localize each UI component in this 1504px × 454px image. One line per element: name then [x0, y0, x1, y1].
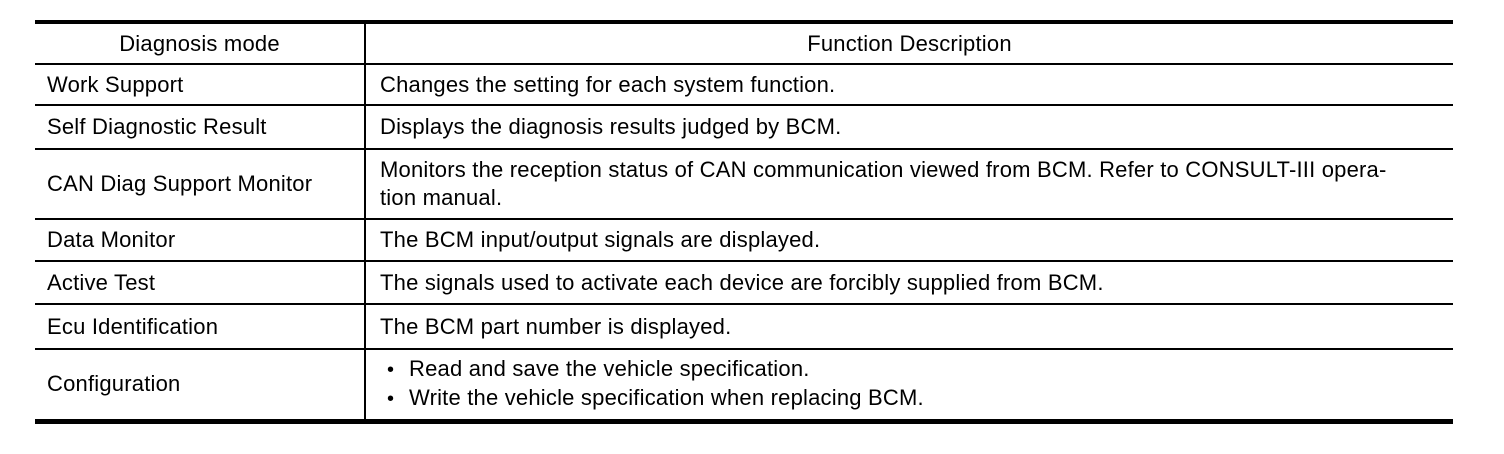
cell-function-description: The signals used to activate each device…	[365, 260, 1453, 304]
bullet-item: • Read and save the vehicle specificatio…	[380, 355, 1453, 384]
cell-function-description: Displays the diagnosis results judged by…	[365, 104, 1453, 149]
table-row: CAN Diag Support Monitor Monitors the re…	[35, 148, 1453, 219]
cell-diagnosis-mode: Work Support	[35, 63, 366, 105]
bullet-icon: •	[387, 388, 395, 411]
cell-diagnosis-mode: Data Monitor	[35, 218, 366, 261]
cell-function-description: • Read and save the vehicle specificatio…	[365, 348, 1453, 421]
cell-diagnosis-mode: Self Diagnostic Result	[35, 104, 366, 149]
cell-diagnosis-mode: CAN Diag Support Monitor	[35, 148, 366, 219]
table-row: Ecu Identification The BCM part number i…	[35, 303, 1453, 349]
column-header-diagnosis-mode: Diagnosis mode	[35, 22, 366, 64]
description-line: Monitors the reception status of CAN com…	[380, 157, 1387, 182]
table-row: Active Test The signals used to activate…	[35, 260, 1453, 304]
cell-function-description: Monitors the reception status of CAN com…	[365, 148, 1453, 219]
table-row: Configuration • Read and save the vehicl…	[35, 348, 1453, 421]
bullet-text: Read and save the vehicle specification.	[409, 356, 810, 382]
bullet-text: Write the vehicle specification when rep…	[409, 385, 924, 411]
cell-diagnosis-mode: Ecu Identification	[35, 303, 366, 349]
diagnosis-mode-table: Diagnosis mode Function Description Work…	[35, 20, 1453, 424]
cell-function-description: The BCM input/output signals are display…	[365, 218, 1453, 261]
cell-diagnosis-mode: Configuration	[35, 348, 366, 421]
bullet-icon: •	[387, 359, 395, 382]
bullet-item: • Write the vehicle specification when r…	[380, 384, 1453, 413]
table-row: Data Monitor The BCM input/output signal…	[35, 218, 1453, 261]
cell-function-description: Changes the setting for each system func…	[365, 63, 1453, 105]
description-line: tion manual.	[380, 185, 503, 210]
table-header-row: Diagnosis mode Function Description	[35, 22, 1453, 64]
table-row: Self Diagnostic Result Displays the diag…	[35, 104, 1453, 149]
column-header-function-description: Function Description	[807, 30, 1012, 56]
cell-function-description: The BCM part number is displayed.	[365, 303, 1453, 349]
table-row: Work Support Changes the setting for eac…	[35, 63, 1453, 105]
cell-diagnosis-mode: Active Test	[35, 260, 366, 304]
